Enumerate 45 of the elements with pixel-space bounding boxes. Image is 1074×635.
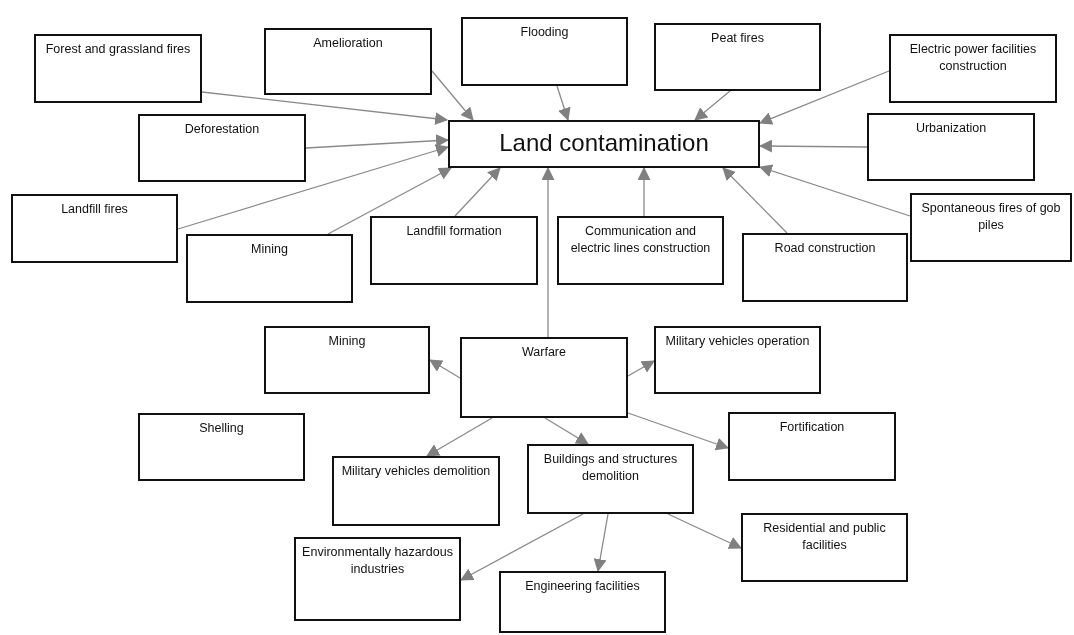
process-box: Fortification [728, 412, 896, 481]
process-box: Deforestation [138, 114, 306, 182]
arrow [454, 167, 501, 217]
arrow [541, 166, 555, 338]
arrow [201, 91, 449, 126]
process-box: Mining [186, 234, 353, 303]
process-box: Electric power facilities construction [889, 34, 1057, 103]
process-box: Peat fires [654, 23, 821, 91]
arrow [694, 90, 731, 121]
arrow [177, 144, 450, 230]
process-box: Urbanization [867, 113, 1035, 181]
arrow [426, 417, 493, 457]
process-box: Road construction [742, 233, 908, 302]
process-box: Spontaneous fires of gob piles [910, 193, 1072, 262]
process-box: Amelioration [264, 28, 432, 95]
process-box: Landfill fires [11, 194, 178, 263]
arrow [759, 70, 890, 125]
arrow [460, 513, 584, 581]
process-box: Mining [264, 326, 430, 394]
process-box: Engineering facilities [499, 571, 666, 633]
process-box: Residential and public facilities [741, 513, 908, 582]
arrow [544, 417, 589, 445]
process-box: Landfill formation [370, 216, 538, 285]
arrow [758, 164, 911, 217]
process-box: Shelling [138, 413, 305, 481]
arrow [593, 513, 609, 573]
process-box: Communication and electric lines construction [557, 216, 724, 285]
process-box: Environmentally hazardous industries [294, 537, 461, 621]
process-box: Warfare [460, 337, 628, 418]
arrow [429, 359, 461, 379]
arrow [722, 167, 788, 234]
arrow [431, 70, 474, 121]
process-box: Buildings and structures demolition [527, 444, 694, 514]
process-box: Military vehicles operation [654, 326, 821, 394]
arrow [627, 360, 655, 377]
arrow [305, 134, 450, 149]
process-box: Forest and grassland fires [34, 34, 202, 103]
arrow [556, 85, 571, 122]
arrow [637, 166, 651, 217]
process-box: Flooding [461, 17, 628, 86]
process-box: Military vehicles demolition [332, 456, 500, 526]
central-box: Land contamination [448, 120, 760, 168]
arrow [667, 513, 742, 549]
arrow [327, 167, 452, 235]
arrow [627, 412, 729, 451]
